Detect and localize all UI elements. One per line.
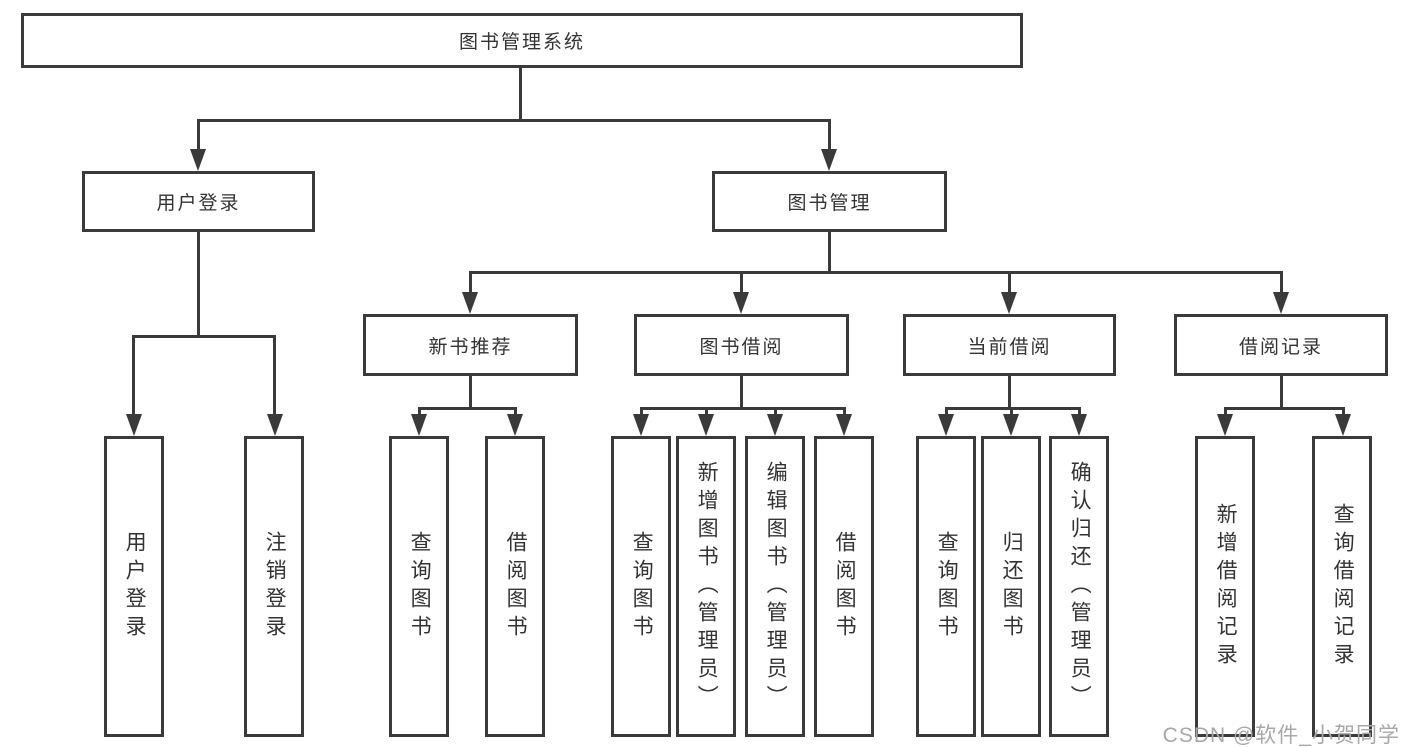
connector-line [1078,407,1081,419]
node-new-book-recommend: 新书推荐 [363,314,578,376]
arrowhead-down-icon [1273,292,1289,314]
connector-line [197,119,200,152]
leaf-label: 查询图书 [408,530,432,643]
arrowhead-down-icon [938,414,954,436]
leaf-add-borrow-record: 新增借阅记录 [1195,436,1255,737]
arrowhead-down-icon [1217,414,1233,436]
csdn-watermark: CSDN @软件_小贺同学 [1162,724,1400,747]
leaf-label: 借阅图书 [833,530,857,643]
leaf-label: 注销登录 [263,530,287,643]
leaf-label: 用户登录 [123,530,147,643]
arrowhead-down-icon [267,414,283,436]
connector-line [1224,407,1344,410]
connector-line [1342,407,1345,419]
arrowhead-down-icon [767,414,783,436]
connector-line [132,335,276,338]
connector-line [418,407,517,410]
arrowhead-down-icon [126,414,142,436]
leaf-borrow-books: 借阅图书 [485,436,545,737]
connector-line [945,407,948,419]
connector-line [1008,271,1011,294]
connector-line [740,271,743,294]
leaf-query-books: 查询图书 [389,436,449,737]
connector-line [197,231,200,337]
connector-line [1008,376,1011,409]
node-current-borrowing: 当前借阅 [903,314,1116,376]
connector-line [132,335,135,417]
arrowhead-down-icon [1001,292,1017,314]
node-book-management-system: 图书管理系统 [21,13,1023,68]
leaf-add-books-admin: 新增图书（管理员） [676,436,736,737]
leaf-label: 新增图书（管理员） [695,460,719,713]
arrowhead-down-icon [411,414,427,436]
arrowhead-down-icon [836,414,852,436]
connector-line [1280,271,1283,294]
arrowhead-down-icon [190,149,206,171]
arrowhead-down-icon [462,292,478,314]
connector-line [1010,407,1013,419]
connector-line [828,119,831,152]
node-user-login: 用户登录 [82,171,315,232]
leaf-user-login: 用户登录 [104,436,164,737]
leaf-query-books: 查询图书 [611,436,671,737]
leaf-edit-books-admin: 编辑图书（管理员） [745,436,805,737]
connector-line [828,231,831,273]
connector-line [469,271,1283,274]
arrowhead-down-icon [733,292,749,314]
leaf-label: 查询图书 [935,530,959,643]
connector-line [197,119,831,122]
connector-line [469,271,472,294]
arrowhead-down-icon [821,149,837,171]
arrowhead-down-icon [1335,414,1351,436]
connector-line [1280,376,1283,409]
node-book-borrowing: 图书借阅 [634,314,849,376]
leaf-query-books: 查询图书 [916,436,976,737]
connector-line [418,407,421,419]
leaf-confirm-return-admin: 确认归还（管理员） [1049,436,1109,737]
leaf-label: 查询借阅记录 [1331,502,1355,671]
leaf-label: 编辑图书（管理员） [764,460,788,713]
arrowhead-down-icon [507,414,523,436]
arrowhead-down-icon [1003,414,1019,436]
connector-line [843,407,846,419]
leaf-label: 新增借阅记录 [1214,502,1238,671]
connector-line [945,407,1081,410]
leaf-label: 借阅图书 [504,530,528,643]
arrowhead-down-icon [698,414,714,436]
connector-line [514,407,517,419]
connector-line [640,407,643,419]
leaf-query-borrow-record: 查询借阅记录 [1312,436,1372,737]
node-book-management: 图书管理 [712,171,947,232]
connector-line [740,376,743,409]
leaf-label: 归还图书 [1000,530,1024,643]
leaf-borrow-books: 借阅图书 [814,436,874,737]
connector-line [705,407,708,419]
connector-line [640,407,846,410]
leaf-label: 确认归还（管理员） [1068,460,1092,713]
leaf-label: 查询图书 [630,530,654,643]
connector-line [774,407,777,419]
connector-line [1224,407,1227,419]
arrowhead-down-icon [633,414,649,436]
connector-line [519,68,522,122]
arrowhead-down-icon [1071,414,1087,436]
connector-line [273,335,276,417]
leaf-return-books: 归还图书 [981,436,1041,737]
connector-line [469,376,472,409]
leaf-logout: 注销登录 [244,436,304,737]
node-borrowing-records: 借阅记录 [1174,314,1388,376]
